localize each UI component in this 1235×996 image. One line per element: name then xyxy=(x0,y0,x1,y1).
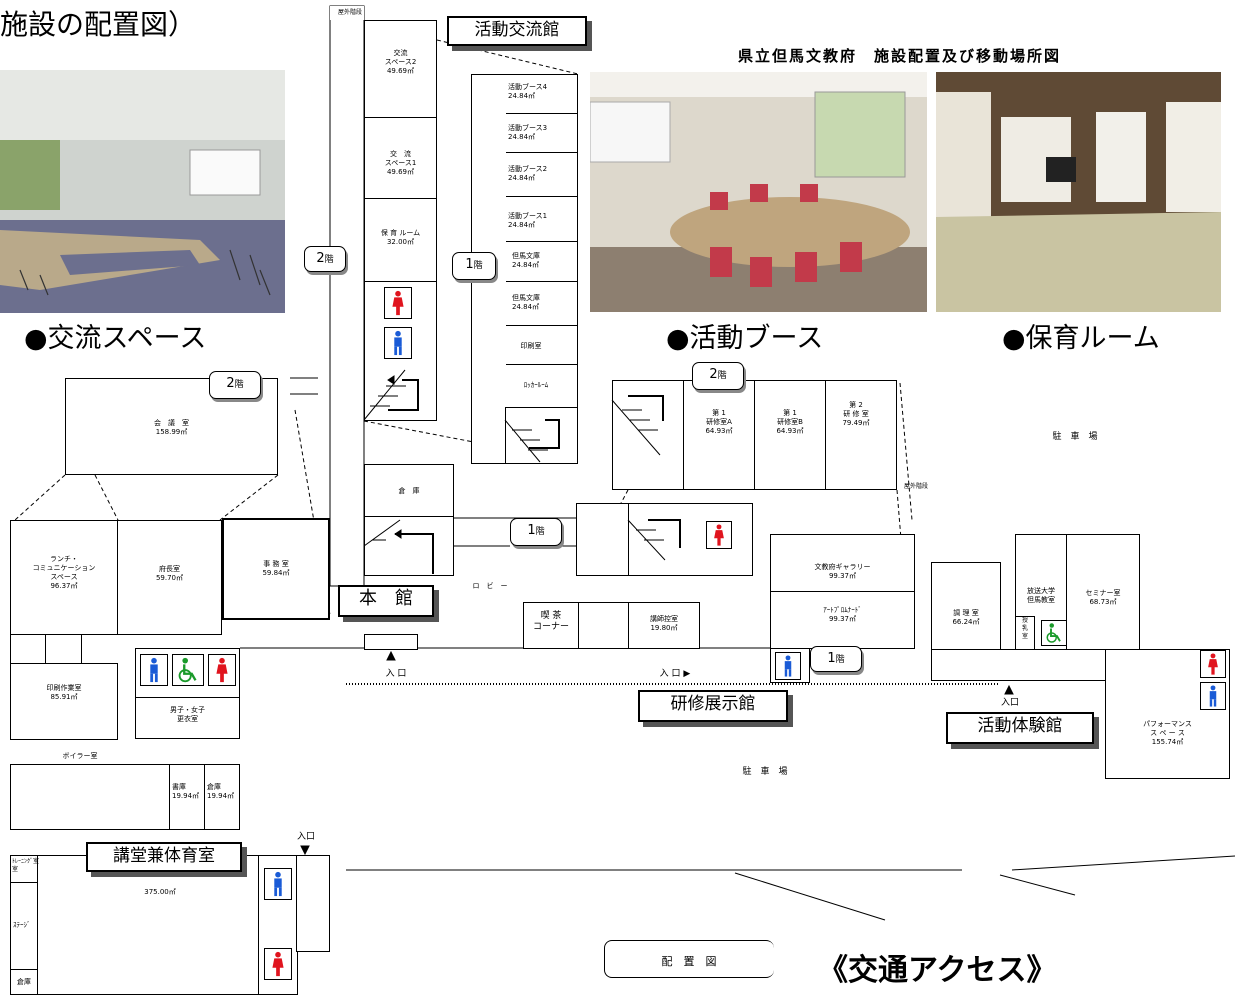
floor-badge-1f-main: 1階 xyxy=(510,518,562,546)
tajima-library-2[interactable]: 但馬文庫 24.84㎡ xyxy=(505,281,578,326)
boiler-label: ボイラー室 xyxy=(62,752,98,760)
nursery-room-photo xyxy=(936,72,1221,312)
experience-entrance-label: 入口 xyxy=(1000,698,1019,708)
entrance-step xyxy=(364,634,418,650)
parking-bottom-label: 駐 車 場 xyxy=(742,767,788,777)
activity-booth-caption: ●活動ブース xyxy=(666,323,824,354)
male-toilet-icon xyxy=(1200,682,1226,710)
layout-plan-label: 配 置 図 xyxy=(661,955,717,968)
training-room-1a[interactable]: 第 1 研修室A 64.93㎡ xyxy=(683,380,755,490)
lunch-space[interactable]: ランチ・ コミュニケーション スペース 96.37㎡ xyxy=(10,520,118,635)
gym-entrance-col xyxy=(296,855,330,952)
gym-label: 講堂兼体育室 xyxy=(86,842,242,872)
floor-badge-1f-training: 1階 xyxy=(810,646,862,672)
cafe-corner[interactable]: 喫 茶 コーナー xyxy=(523,602,579,649)
experience-corridor xyxy=(931,649,1106,681)
small-room-a xyxy=(10,634,46,664)
stairs-training-mid2 xyxy=(628,503,753,576)
stairs-training-top xyxy=(612,380,684,490)
activity-hall-label: 活動交流館 xyxy=(447,16,587,46)
nursing-room: 授 乳 室 xyxy=(1015,616,1035,650)
office-room[interactable]: 事 務 室 59.84㎡ xyxy=(222,518,330,620)
art-promenade[interactable]: ｱｰﾄﾌﾟﾛﾑﾅｰﾄﾞ 99.37㎡ xyxy=(770,591,915,649)
main-storage[interactable]: 倉 庫 xyxy=(364,464,454,517)
booth-2[interactable]: 活動ブース2 24.84㎡ xyxy=(505,152,578,197)
cafe-side xyxy=(578,602,629,649)
male-toilet-icon xyxy=(384,327,412,359)
gym-storage[interactable]: 倉庫 xyxy=(10,969,38,995)
main-hall-label: 本 館 xyxy=(338,585,434,617)
outdoor-stairs-top: 屋外階段 xyxy=(330,6,364,20)
storage-b[interactable]: 倉庫 19.94㎡ xyxy=(204,764,240,830)
access-heading: 《交通アクセス》 xyxy=(818,953,1057,988)
gallery[interactable]: 文教府ギャラリー 99.37㎡ xyxy=(770,534,915,592)
stairs-main xyxy=(364,516,454,576)
floor-badge-2f-activity: 2階 xyxy=(304,246,346,272)
training-room-2[interactable]: 第 2 研 修 室 79.49㎡ xyxy=(825,380,897,490)
female-toilet-icon xyxy=(208,654,236,686)
exchange-space-photo xyxy=(0,70,285,313)
training-hall-label: 研修展示館 xyxy=(638,690,788,722)
training-entrance-label: 入 口 ▶ xyxy=(659,669,691,679)
activity-booth-photo xyxy=(590,72,927,312)
gym-hall[interactable] xyxy=(10,855,297,995)
exchange-space-1[interactable]: 交 流 スペース1 49.69㎡ xyxy=(364,117,437,199)
print-room[interactable]: 印刷室 xyxy=(505,325,578,365)
female-toilet-icon xyxy=(384,287,412,319)
cooking-room[interactable]: 調 理 室 66.24㎡ xyxy=(931,562,1001,650)
booth-4[interactable]: 活動ブース4 24.84㎡ xyxy=(505,74,578,114)
gym-entrance-label: 入口 xyxy=(296,832,315,842)
print-work-room[interactable]: 印刷作業室 85.91㎡ xyxy=(10,663,118,740)
stairs-training-mid xyxy=(576,503,629,576)
stage[interactable]: ｽﾃｰｼﾞ xyxy=(10,882,38,970)
layout-plan-box: 配 置 図 xyxy=(604,940,774,978)
parking-top-label: 駐 車 場 xyxy=(1052,432,1098,442)
nursery-room[interactable]: 保 育 ルーム 32.00㎡ xyxy=(364,198,437,282)
nursery-room-caption: ●保育ルーム xyxy=(1002,323,1160,354)
small-room-b xyxy=(45,634,82,664)
female-toilet-icon xyxy=(1200,650,1226,678)
seminar-room[interactable]: セミナー室 68.73㎡ xyxy=(1066,534,1140,650)
floor-badge-2f-main: 2階 xyxy=(209,371,261,399)
floor-badge-2f-training: 2階 xyxy=(692,362,744,390)
male-toilet-icon xyxy=(140,654,168,686)
experience-hall-label: 活動体験館 xyxy=(946,712,1094,744)
outdoor-stairs-right: 屋外階段 xyxy=(903,483,928,490)
director-room[interactable]: 府長室 59.70㎡ xyxy=(117,520,222,635)
male-toilet-icon xyxy=(264,868,292,900)
main-entrance-label: 入 口 xyxy=(385,669,407,679)
stairs-booth xyxy=(505,407,578,464)
changing-room[interactable]: 男子・女子 更衣室 xyxy=(135,697,240,739)
page-subtitle: 県立但馬文教府 施設配置及び移動場所図 xyxy=(738,47,1062,65)
locker-room[interactable]: ﾛｯｶｰﾙｰﾑ xyxy=(505,364,578,408)
booth-3[interactable]: 活動ブース3 24.84㎡ xyxy=(505,113,578,153)
exchange-space-caption: ●交流スペース xyxy=(24,323,207,354)
boiler-room xyxy=(10,764,170,830)
training-room-1b[interactable]: 第 1 研修室B 64.93㎡ xyxy=(754,380,826,490)
archive-room[interactable]: 書庫 19.94㎡ xyxy=(169,764,205,830)
male-toilet-icon xyxy=(775,652,801,680)
lobby-label: ロ ビ ー xyxy=(472,582,508,590)
female-toilet-icon xyxy=(706,521,732,549)
page-title: 施設の配置図） xyxy=(0,8,197,41)
floor-badge-1f-activity: 1階 xyxy=(452,252,496,280)
tajima-library-1[interactable]: 但馬文庫 24.84㎡ xyxy=(505,241,578,282)
gym-area-label: 375.00㎡ xyxy=(144,888,176,896)
training-room[interactable]: ﾄﾚｰﾆﾝｸﾞ室 室 xyxy=(10,855,39,883)
lecturer-room[interactable]: 講師控室 19.80㎡ xyxy=(628,602,700,649)
wheelchair-icon xyxy=(172,654,204,686)
wheelchair-icon xyxy=(1041,620,1067,646)
booth-1[interactable]: 活動ブース1 24.84㎡ xyxy=(505,196,578,242)
exchange-space-2[interactable]: 交流 スペース2 49.69㎡ xyxy=(364,20,437,118)
female-toilet-icon xyxy=(264,948,292,980)
